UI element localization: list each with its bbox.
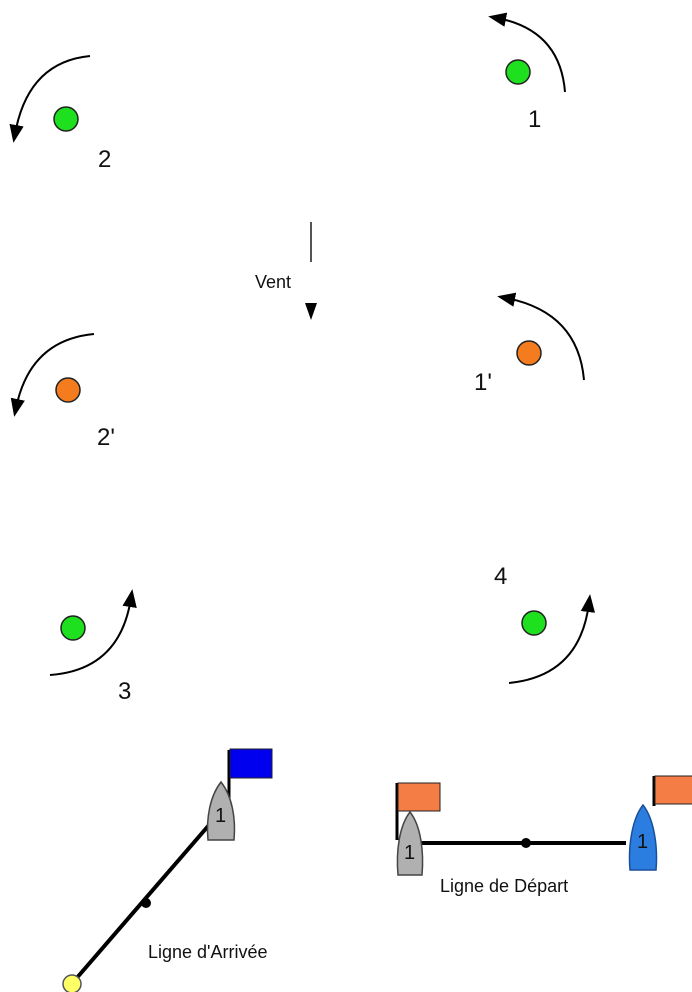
rounding-arrow-icon bbox=[9, 55, 91, 143]
finish-line-rope bbox=[73, 808, 224, 982]
start-line-label: Ligne de Départ bbox=[440, 876, 568, 896]
mark-2-prime: 2' bbox=[10, 333, 115, 451]
left-boat-icon bbox=[396, 810, 424, 876]
mark-3: 3 bbox=[49, 589, 137, 705]
finish-line-label: Ligne d'Arrivée bbox=[148, 942, 268, 962]
mark-label: 1' bbox=[474, 369, 492, 396]
mark-label: 2 bbox=[98, 146, 111, 173]
committee-boat-icon bbox=[206, 780, 236, 841]
rounding-arrow-icon bbox=[49, 589, 137, 676]
buoy-icon bbox=[53, 106, 79, 132]
finish-buoy-icon bbox=[62, 974, 82, 992]
mark-label: 3 bbox=[118, 678, 131, 705]
buoy-icon bbox=[516, 340, 542, 366]
mark-1-prime: 1' bbox=[474, 292, 585, 396]
mark-1: 1 bbox=[488, 12, 566, 133]
buoy-icon bbox=[60, 615, 86, 641]
finish-line: 1 Ligne d'Arrivée bbox=[62, 748, 273, 992]
buoy-icon bbox=[505, 59, 531, 85]
mark-label: 1 bbox=[528, 106, 541, 133]
rounding-arrow-icon bbox=[488, 12, 566, 93]
wind-arrow-icon bbox=[305, 303, 317, 320]
wind-label: Vent bbox=[255, 272, 291, 292]
left-boat-number: 1 bbox=[404, 842, 415, 864]
rounding-arrow-icon bbox=[10, 333, 95, 417]
mark-4: 4 bbox=[494, 563, 596, 684]
left-orange-flag-icon bbox=[397, 782, 441, 812]
start-midpoint bbox=[521, 838, 531, 848]
start-line: 1 1 Ligne de Départ bbox=[395, 775, 692, 896]
mark-label: 2' bbox=[97, 424, 115, 451]
right-boat-number: 1 bbox=[637, 831, 648, 853]
finish-midpoint bbox=[141, 898, 151, 908]
right-boat-icon bbox=[628, 803, 658, 871]
wind-indicator: Vent bbox=[255, 222, 317, 320]
mark-label: 4 bbox=[494, 563, 507, 590]
right-orange-flag-icon bbox=[654, 775, 692, 805]
rounding-arrow-icon bbox=[508, 594, 596, 684]
boat-number: 1 bbox=[215, 805, 226, 827]
mark-2: 2 bbox=[9, 55, 111, 173]
rounding-arrow-icon bbox=[497, 292, 585, 381]
buoy-icon bbox=[521, 610, 547, 636]
blue-flag-icon bbox=[229, 748, 273, 779]
buoy-icon bbox=[55, 377, 81, 403]
